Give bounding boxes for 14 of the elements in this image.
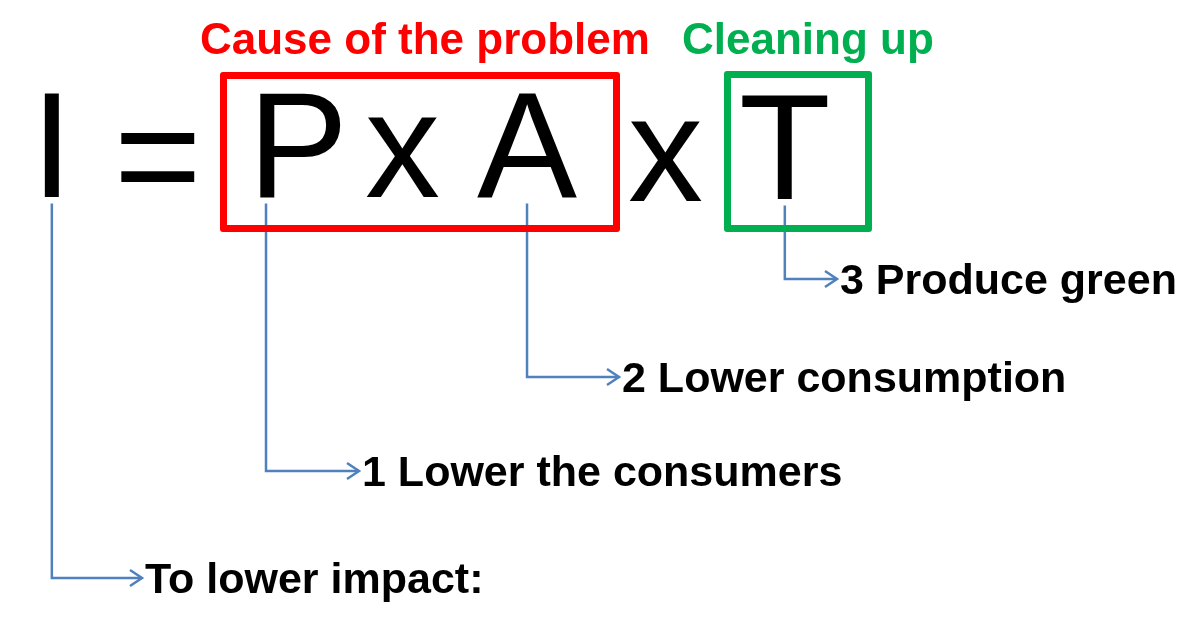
frame-heading: Cause of the problem bbox=[200, 14, 650, 64]
leader-arrow bbox=[783, 205, 839, 289]
leader-arrow bbox=[50, 203, 144, 588]
equation-variable: A bbox=[477, 90, 578, 198]
annotation-text: To lower impact: bbox=[145, 553, 484, 603]
leader-arrow bbox=[264, 203, 361, 481]
frame-heading: Cleaning up bbox=[682, 14, 934, 64]
annotation-text: 2 Lower consumption bbox=[622, 352, 1067, 402]
leader-arrow bbox=[525, 203, 621, 387]
equation-variable: I bbox=[31, 90, 73, 198]
equation-variable: T bbox=[739, 92, 831, 200]
annotation-text: 1 Lower the consumers bbox=[362, 446, 843, 496]
equation-variable: P bbox=[248, 90, 349, 198]
annotation-text: 3 Produce green bbox=[840, 254, 1177, 304]
